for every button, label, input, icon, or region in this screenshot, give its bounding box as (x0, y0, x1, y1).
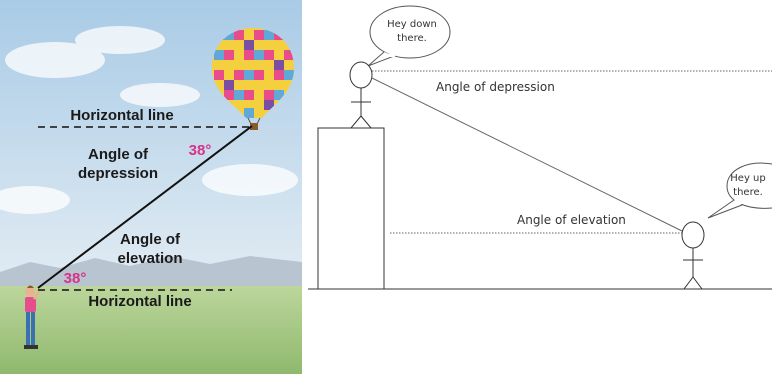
balloon-basket (250, 123, 258, 130)
line-of-sight (371, 77, 683, 232)
depression-label: Angle of depression (436, 80, 555, 94)
bottom-horizontal-label: Horizontal line (88, 293, 191, 310)
grass-field (0, 286, 302, 374)
line-of-sight (37, 125, 253, 289)
angle-top-label: 38° (189, 142, 212, 159)
elevation-label-line2: elevation (117, 250, 182, 267)
top-speech-bubble: Hey down there. (367, 5, 451, 67)
stick-figure-diagram: Hey down there. Angle of depression Angl… (308, 5, 772, 290)
stick-figure-diagram-panel: Hey down there. Angle of depression Angl… (302, 0, 772, 374)
balloon-diagram-panel: Horizontal line Angle of depression 38° … (0, 0, 302, 374)
mountains (0, 256, 302, 290)
elevation-label: Angle of elevation (517, 213, 626, 227)
bottom-speech-line1: Hey up (730, 173, 765, 184)
top-speech-line1: Hey down (387, 19, 437, 30)
balloon-diagram: Horizontal line Angle of depression 38° … (0, 0, 302, 374)
elevation-label-line1: Angle of (120, 231, 181, 248)
building (317, 127, 385, 290)
bottom-speech-line2: there. (733, 187, 763, 198)
bottom-stick-figure (681, 221, 705, 290)
depression-label-line2: depression (78, 165, 158, 182)
depression-label-line1: Angle of (88, 146, 149, 163)
top-speech-line2: there. (397, 33, 427, 44)
angle-bottom-label: 38° (64, 270, 87, 287)
person-figure (24, 285, 42, 349)
clouds (0, 26, 298, 214)
top-horizontal-label: Horizontal line (70, 107, 173, 124)
bottom-speech-bubble: Hey up there. (707, 162, 772, 219)
hot-air-balloon (212, 28, 294, 130)
top-stick-figure (349, 61, 373, 129)
